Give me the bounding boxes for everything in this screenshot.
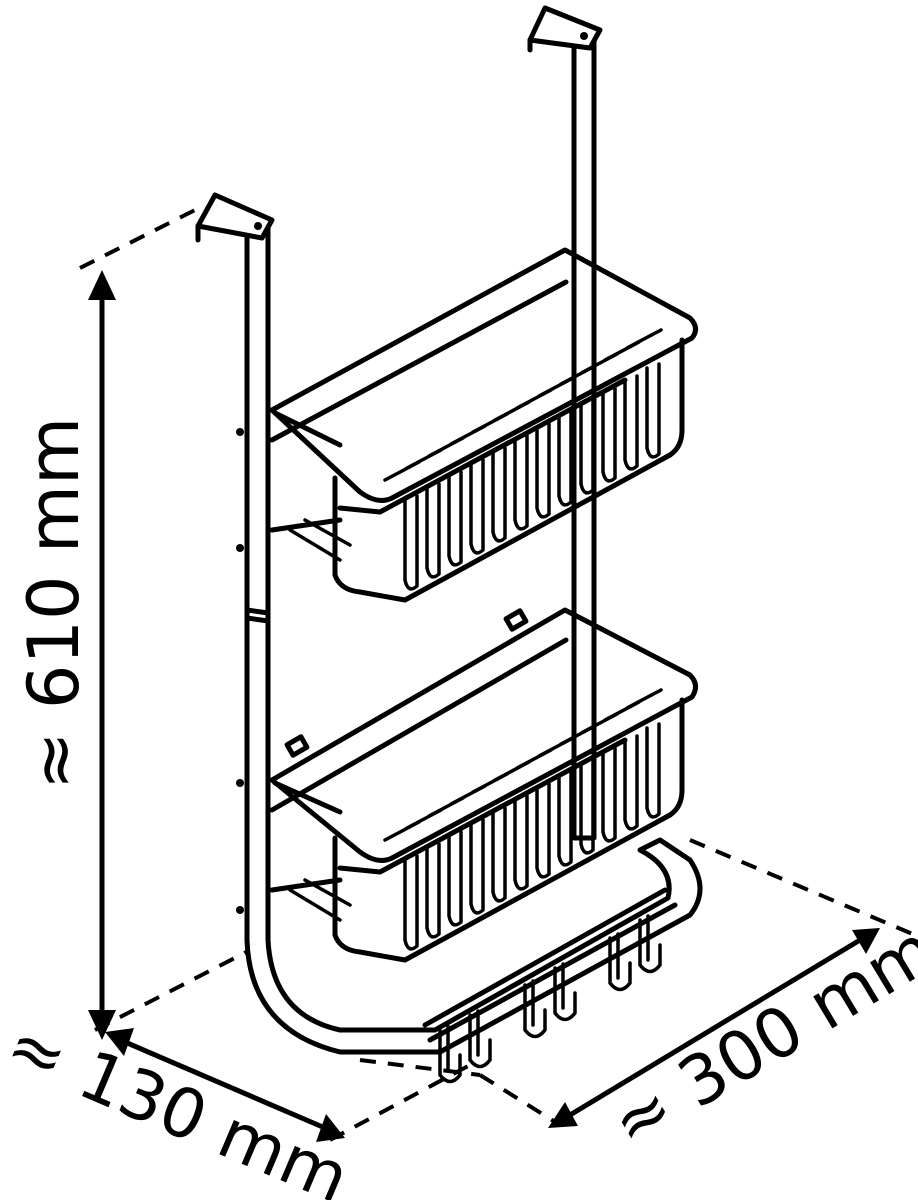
lower-basket-front-panel: [332, 835, 408, 963]
depth-left-extension-line: [94, 943, 261, 1032]
hook: [523, 983, 547, 1039]
upper-basket: [269, 247, 698, 603]
width-dimension: ≈ 300 mm: [359, 838, 918, 1165]
basket-bar: [601, 746, 617, 843]
hook: [638, 918, 662, 974]
left-frame-tube: [195, 192, 703, 1055]
upper-basket-rim: [269, 247, 698, 503]
upper-basket-bars: [383, 328, 663, 591]
basket-bar: [425, 842, 441, 939]
hook: [608, 936, 632, 992]
height-arrow-top: [88, 270, 116, 300]
width-label: ≈ 300 mm: [598, 910, 918, 1164]
basket-bar: [579, 398, 595, 495]
basket-bar: [557, 410, 573, 507]
basket-bar: [491, 446, 507, 543]
height-label: ≈ 610 mm: [13, 417, 95, 790]
basket-floor-slat: [625, 688, 663, 710]
width-arrow-left: [548, 1102, 578, 1128]
basket-bar: [403, 854, 419, 951]
hook: [553, 966, 577, 1022]
left-top-hook: [195, 192, 275, 241]
lower-basket-bars: [383, 688, 663, 951]
basket-bar: [425, 482, 441, 579]
hook-rail: [422, 887, 678, 1084]
left-upright-u-bend: [244, 225, 703, 1055]
basket-bar: [491, 806, 507, 903]
lower-basket: [269, 607, 698, 963]
basket-bar: [535, 422, 551, 519]
lower-basket-clip-right: [503, 608, 529, 632]
width-dimension-line: [568, 937, 862, 1118]
lower-basket-rim: [269, 607, 698, 863]
width-right-extension-line: [689, 838, 916, 937]
basket-bar: [469, 458, 485, 555]
depth-arrow-left: [105, 1028, 134, 1056]
right-top-hook: [527, 5, 603, 51]
tube-joint: [244, 607, 271, 616]
basket-bar: [601, 386, 617, 483]
hook: [438, 1028, 462, 1084]
basket-bar: [403, 494, 419, 591]
basket-bar: [579, 758, 595, 855]
basket-bar: [623, 374, 639, 471]
height-top-extension-line: [79, 203, 206, 270]
lower-basket-clip: [284, 734, 310, 758]
depth-dimension-line: [124, 1039, 326, 1131]
height-dimension: ≈ 610 mm: [13, 203, 206, 1040]
upper-basket-front-panel: [332, 475, 408, 603]
depth-arrow-right: [316, 1114, 345, 1142]
depth-dimension: ≈ 130 mm: [0, 943, 471, 1200]
basket-bar: [557, 770, 573, 867]
basket-bar: [513, 434, 529, 531]
basket-bar: [513, 794, 529, 891]
basket-floor-slat: [625, 328, 663, 350]
basket-bar: [447, 830, 463, 927]
basket-bar: [447, 470, 463, 567]
basket-bar: [535, 782, 551, 879]
basket-bar: [469, 818, 485, 915]
basket-bar: [623, 734, 639, 831]
depth-right-extension-line: [329, 1063, 471, 1142]
width-left-extension-line: [478, 1073, 562, 1127]
basket-bar: [645, 362, 661, 459]
hooks: [438, 914, 662, 1084]
right-upright: [571, 35, 597, 841]
width-arrow-right: [852, 928, 880, 954]
width-base-line: [359, 1058, 481, 1077]
basket-bar: [645, 722, 661, 819]
hook: [468, 1013, 492, 1069]
